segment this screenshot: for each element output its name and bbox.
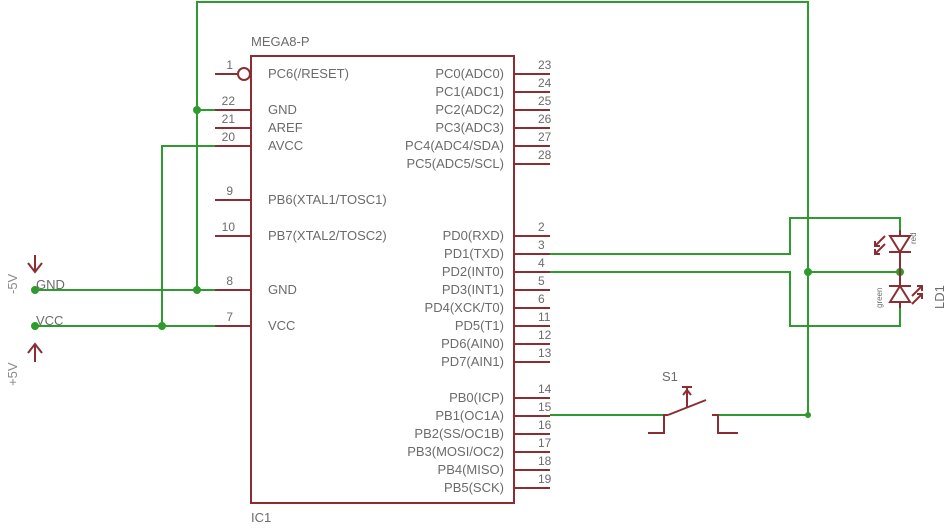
pin-label: AVCC (268, 138, 303, 153)
vcc-net-label: VCC (36, 313, 63, 328)
wires (31, 1, 904, 418)
pin-number: 10 (222, 220, 236, 234)
wire-pd1-led (550, 217, 901, 255)
led-ref-label: LD1 (932, 285, 947, 309)
gnd-value-label: -5V (5, 273, 20, 294)
pin-number: 22 (222, 94, 236, 108)
pin-number: 11 (538, 310, 551, 324)
pin-number: 21 (222, 112, 236, 126)
pin-number: 20 (222, 130, 236, 144)
wire-gnd-top-loop (196, 1, 809, 415)
pin-number: 2 (538, 220, 545, 234)
pin-number: 5 (538, 274, 545, 288)
gnd-net-label: GND (36, 277, 65, 292)
pin-number: 17 (538, 436, 552, 450)
pin-label: PD6(AIN0) (441, 336, 504, 351)
ic1-mega8: MEGA8-P IC1 1 22 21 20 9 10 8 7 PC6( (215, 34, 552, 525)
pin-label: PC5(ADC5/SCL) (406, 156, 504, 171)
ic-body (250, 55, 515, 504)
junction-dot (31, 322, 39, 330)
pin-label: PC1(ADC1) (435, 84, 504, 99)
pin-number: 6 (538, 292, 545, 306)
pin-number: 24 (538, 76, 552, 90)
pin-label: PB5(SCK) (444, 480, 504, 495)
led-ld1: red green LD1 (874, 230, 947, 309)
pin-label: PD2(INT0) (442, 264, 504, 279)
switch-right-terminal (712, 414, 738, 434)
pin-label: PD3(INT1) (442, 282, 504, 297)
supply-gnd: -5V GND (5, 255, 65, 294)
junction-dot (193, 106, 201, 114)
vcc-arrow-icon (27, 342, 43, 354)
pin-number: 14 (538, 382, 552, 396)
pin-label: AREF (268, 120, 303, 135)
led-red-label: red (909, 232, 918, 244)
pin-number: 1 (226, 58, 233, 72)
switch-left-terminal (648, 414, 668, 434)
wire-avcc (161, 145, 215, 326)
pin-label: PC0(ADC0) (435, 66, 504, 81)
pin-number: 7 (226, 310, 233, 324)
led-green-label: green (875, 288, 884, 308)
pin-label: PD7(AIN1) (441, 354, 504, 369)
pin-label: PC3(ADC3) (435, 120, 504, 135)
pin-label: PD0(RXD) (443, 228, 504, 243)
pin-label: PC4(ADC4/SDA) (405, 138, 504, 153)
pin-number: 4 (538, 256, 545, 270)
junction-dot (193, 286, 201, 294)
pin-number: 25 (538, 94, 552, 108)
pin-label: PB6(XTAL1/TOSC1) (268, 192, 387, 207)
ic-right-pins: 23PC0(ADC0)24PC1(ADC1)25PC2(ADC2)26PC3(A… (405, 58, 552, 495)
supply-vcc: +5V VCC (5, 313, 63, 386)
ic-left-pin-lines (215, 67, 251, 327)
pin-label: PB3(MOSI/OC2) (407, 444, 504, 459)
switch-contact (667, 399, 707, 416)
pin-number: 26 (538, 112, 552, 126)
pin-label: PD1(TXD) (444, 246, 504, 261)
pin-label: PD5(T1) (455, 318, 504, 333)
pin-label: PB4(MISO) (438, 462, 504, 477)
led-red-light-icon (874, 235, 886, 255)
gnd-arrow-icon (27, 262, 43, 274)
pin-number: 9 (226, 184, 233, 198)
switch-ref-label: S1 (662, 369, 678, 384)
pin-number: 27 (538, 130, 552, 144)
pin-label: GND (268, 282, 297, 297)
pin-number: 28 (538, 148, 552, 162)
junction-dot (31, 286, 39, 294)
pin-number: 15 (538, 400, 552, 414)
junction-dot (805, 412, 811, 418)
ic-ref-label: IC1 (251, 510, 271, 525)
junction-dot (804, 268, 812, 276)
switch-s1: S1 (648, 369, 738, 434)
pin-label: PC2(ADC2) (435, 102, 504, 117)
ic-name-label: MEGA8-P (251, 34, 310, 49)
pin-number: 23 (538, 58, 552, 72)
led-green-light-icon (911, 285, 923, 305)
pin-label: PD4(XCK/T0) (425, 300, 504, 315)
vcc-value-label: +5V (5, 362, 20, 386)
pin-number: 18 (538, 454, 552, 468)
junction-dot (158, 322, 166, 330)
ic-left-pin-labels: PC6(/RESET) GND AREF AVCC PB6(XTAL1/TOSC… (268, 66, 387, 333)
pin-label: VCC (268, 318, 295, 333)
pin-number: 8 (226, 274, 233, 288)
ic-left-pin-numbers: 1 22 21 20 9 10 8 7 (222, 58, 236, 324)
pin-label: PB1(OC1A) (435, 408, 504, 423)
pin-label: PB2(SS/OC1B) (414, 426, 504, 441)
pin-label: PC6(/RESET) (268, 66, 349, 81)
pin-number: 19 (538, 472, 552, 486)
pin-number: 3 (538, 238, 545, 252)
pin-label: PB7(XTAL2/TOSC2) (268, 228, 387, 243)
pin-number: 13 (538, 346, 552, 360)
switch-arrow-icon (682, 388, 692, 396)
wire-pd2-led (550, 271, 901, 327)
pin-number: 12 (538, 328, 552, 342)
pin-label: GND (268, 102, 297, 117)
led-red-diode-icon (888, 235, 912, 254)
pin-label: PB0(ICP) (449, 390, 504, 405)
led-green-diode-icon (888, 284, 912, 303)
pin-number: 16 (538, 418, 552, 432)
